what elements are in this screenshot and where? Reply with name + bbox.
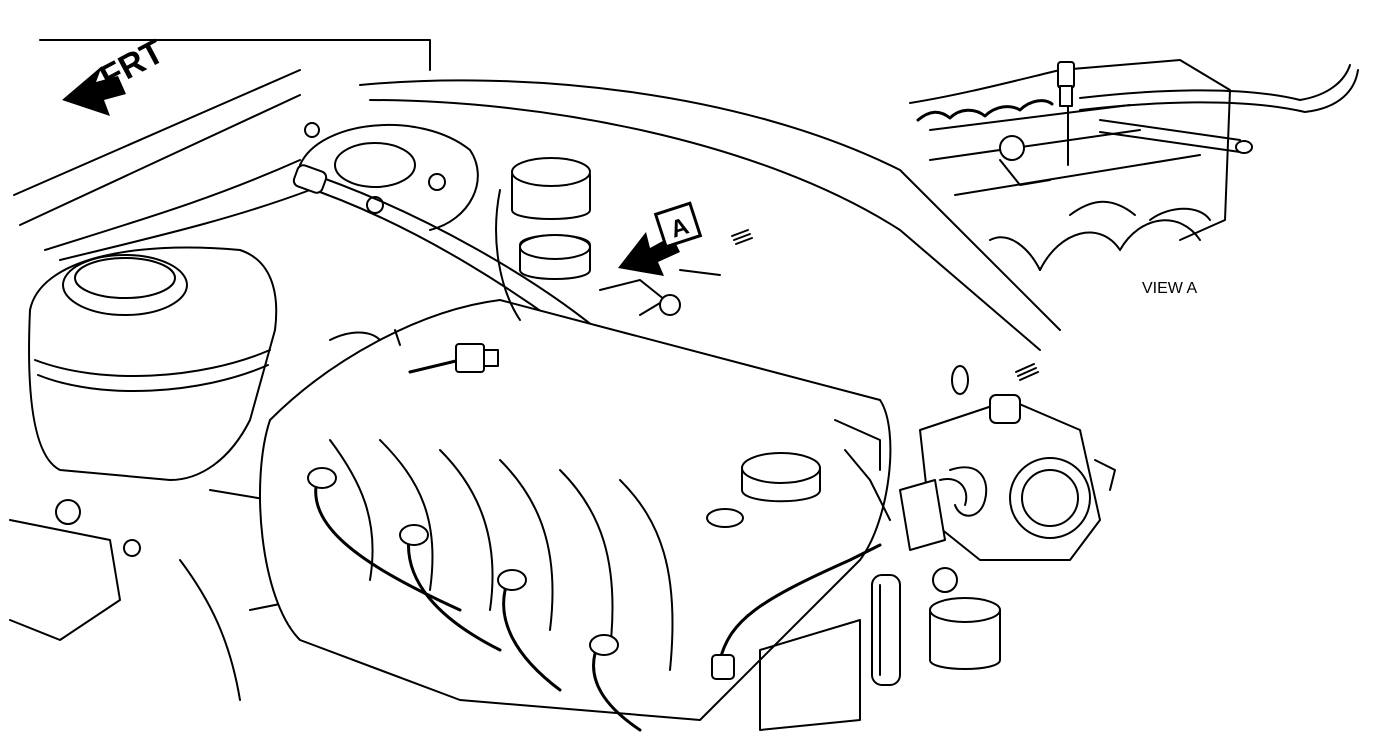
front-arrow-icon [62,66,126,116]
lower-right-assembly [711,543,1001,731]
hood-outline [13,39,1061,351]
view-a-inset [909,59,1359,271]
strut-tower [299,122,479,231]
front-direction-indicator: FRT [62,32,170,116]
view-a-caption: VIEW A [1142,280,1197,297]
coolant-reservoir [28,246,278,481]
vacuum-connector [394,329,499,374]
throttle-body [899,365,1116,561]
lower-left-assembly [9,489,305,701]
oil-filler-cap [741,419,891,521]
view-a-callout: A [618,201,703,276]
brake-fluid-reservoir [495,157,591,321]
injector-lines [307,467,642,732]
small-details [599,229,1039,381]
intake-manifold [259,299,892,721]
view-callout-box [653,201,703,249]
